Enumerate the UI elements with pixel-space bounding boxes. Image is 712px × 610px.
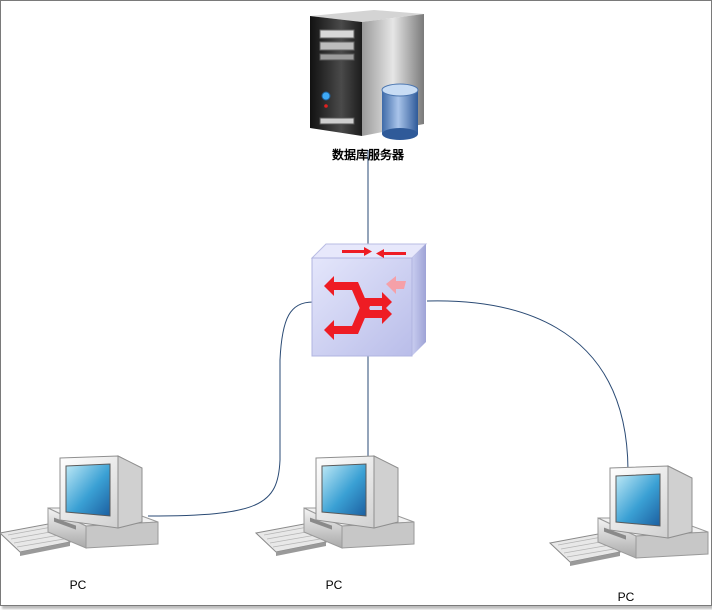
database-server-icon	[310, 10, 424, 140]
link-switch-pc-left	[148, 302, 313, 516]
pc-right	[550, 466, 708, 566]
pc-middle-label: PC	[326, 578, 343, 592]
server-label: 数据库服务器	[332, 146, 404, 163]
pc-left-label: PC	[70, 578, 87, 592]
pc-left	[0, 456, 158, 556]
network-switch-icon	[312, 244, 426, 356]
pc-right-label: PC	[618, 590, 635, 604]
pc-middle	[256, 456, 414, 556]
link-switch-pc-right	[427, 301, 628, 470]
